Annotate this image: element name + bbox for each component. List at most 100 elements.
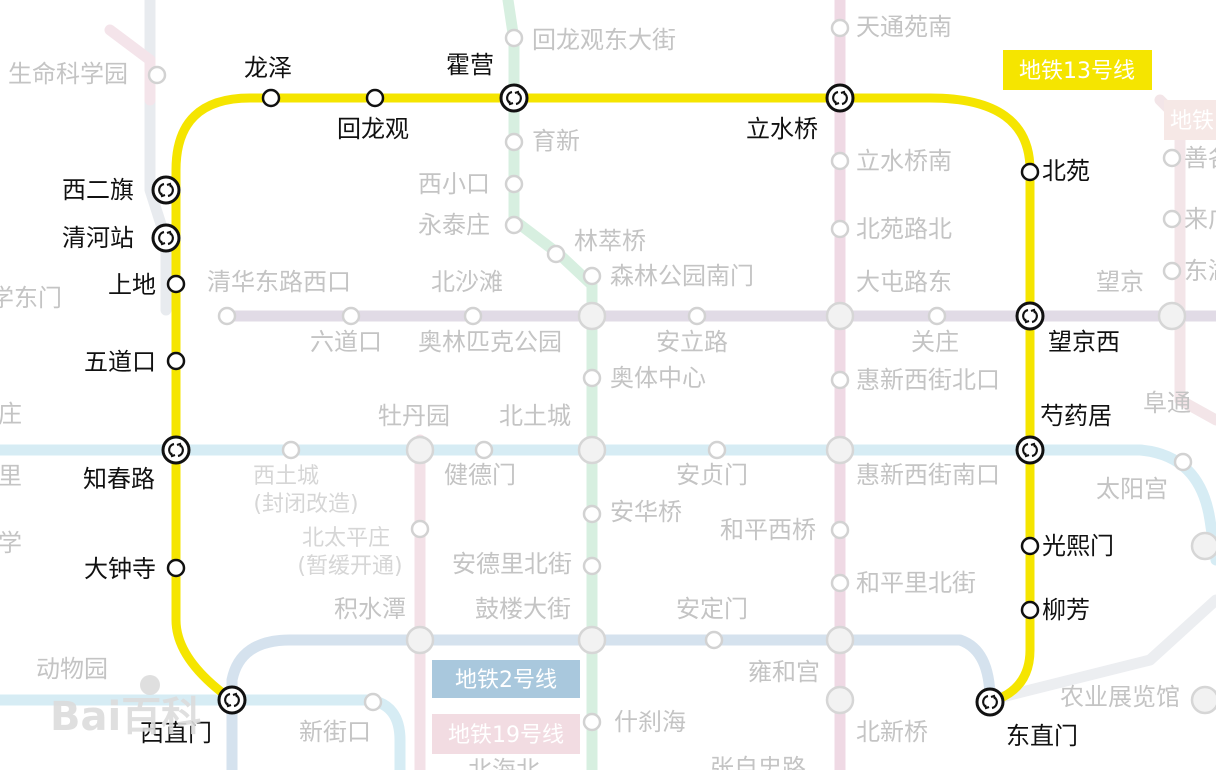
station-dot — [341, 306, 361, 326]
transfer-icon-dongzhimen[interactable] — [975, 687, 1005, 717]
station-dot — [504, 174, 524, 194]
line-8-path — [502, 0, 598, 770]
label-andingmen: 安定门 — [676, 595, 748, 623]
station-dot — [707, 440, 727, 460]
transfer-arrows-icon — [982, 694, 998, 710]
label-beixinqiao: 北新桥 — [856, 718, 928, 746]
label-shangdi: 上地 — [108, 271, 156, 299]
label-xinjiekou: 新街口 — [299, 718, 371, 746]
label-beihai: 北海北 — [468, 756, 540, 770]
label-dazhongsi: 大钟寺 — [84, 555, 156, 583]
transfer-icon-lishuiqiao[interactable] — [825, 83, 855, 113]
label-beitaipingzhuang: 北太平庄 — [302, 526, 390, 551]
line-top-pink-path — [104, 24, 156, 106]
label-jishuitan: 积水潭 — [334, 595, 406, 623]
label-wangjing: 望京 — [1096, 268, 1144, 296]
transfer-icon — [1190, 531, 1216, 561]
station-dot — [1162, 209, 1182, 229]
transfer-icon-shaoyaoju[interactable] — [1015, 435, 1045, 465]
station-dot — [687, 306, 707, 326]
label-xitucheng: 西土城 — [253, 464, 319, 489]
station-dot — [830, 151, 850, 171]
station-dot — [410, 519, 430, 539]
label-futong: 阜通 — [1143, 389, 1191, 417]
label-li: 里 — [0, 462, 22, 490]
transfer-icon-huoying[interactable] — [499, 83, 529, 113]
line13-interchanges — [151, 83, 1045, 717]
label-anzhenmen: 安贞门 — [676, 461, 748, 489]
label-xizhimen: 西直门 — [140, 719, 212, 747]
label-hepingxiqiao: 和平西桥 — [720, 516, 816, 544]
cut-badge-bg — [1164, 100, 1216, 140]
label-guangximen: 光熙门 — [1042, 532, 1114, 560]
station-dot — [504, 28, 524, 48]
transfer-icon — [577, 625, 607, 655]
transfer-icon — [405, 625, 435, 655]
transfer-icon-xizhimen[interactable] — [217, 685, 247, 715]
faded-interchanges — [405, 301, 1216, 715]
other-labels: 生命科学园 回龙观东大街 天通苑南 育新 西小口 永泰庄 林萃桥 森林公园南门 … — [0, 13, 1216, 770]
label-beishatan: 北沙滩 — [431, 268, 503, 296]
station-dot — [582, 556, 602, 576]
label-shange: 善各 — [1184, 144, 1216, 172]
transfer-icon — [577, 301, 607, 331]
transfer-icon-qinghezhan[interactable] — [151, 223, 181, 253]
label-beiyuan: 北苑 — [1042, 157, 1090, 185]
transfer-icon-zhichunlu[interactable] — [161, 435, 191, 465]
label-guanzhuang: 关庄 — [911, 328, 959, 356]
station-dot-dazhongsi[interactable] — [166, 558, 186, 578]
transfer-icon-xierqi[interactable] — [151, 175, 181, 205]
station-dot-liufang[interactable] — [1020, 600, 1040, 620]
watermark-text: Bai百科 — [50, 694, 201, 740]
label-huilongguan: 回龙观 — [337, 115, 409, 143]
station-dot — [474, 440, 494, 460]
transfer-arrows-icon — [168, 442, 184, 458]
paw-logo-icon — [140, 675, 160, 695]
station-dot — [830, 573, 850, 593]
label-aolin: 奥林匹克公园 — [418, 328, 562, 356]
transfer-icon — [825, 435, 855, 465]
station-dot — [582, 266, 602, 286]
label-longze: 龙泽 — [244, 54, 292, 82]
transfer-arrows-icon — [1022, 308, 1038, 324]
label-zhuang: 庄 — [0, 400, 22, 428]
transfer-arrows-icon — [158, 230, 174, 246]
label-huixinnan: 惠新西街南口 — [856, 461, 1000, 489]
transfer-icon — [405, 435, 435, 465]
station-dot — [147, 65, 167, 85]
cut-badge-right: 地铁 — [1164, 100, 1216, 140]
line13-station-dots — [166, 88, 1040, 620]
station-dot — [546, 244, 566, 264]
station-dot — [504, 132, 524, 152]
transfer-icon-wangjingxi[interactable] — [1015, 301, 1045, 331]
line13-badge-bg — [1003, 50, 1152, 90]
station-dot-beiyuan[interactable] — [1020, 162, 1040, 182]
label-aoti: 奥体中心 — [610, 364, 706, 392]
label-xierqi: 西二旗 — [62, 176, 134, 204]
station-dot-guangximen[interactable] — [1020, 536, 1040, 556]
label-wangjingxi: 望京西 — [1048, 328, 1120, 356]
line13-badge[interactable]: 地铁13号线 — [1003, 50, 1152, 90]
line19-badge[interactable]: 地铁19号线 — [432, 714, 580, 754]
label-zhichunlu: 知春路 — [83, 465, 155, 493]
station-dot-longze[interactable] — [261, 88, 281, 108]
transfer-icon — [825, 301, 855, 331]
station-dot-shangdi[interactable] — [166, 274, 186, 294]
watermark: Bai百科 — [50, 675, 201, 740]
station-dot-huilongguan[interactable] — [365, 88, 385, 108]
label-xitucheng-note: (封闭改造) — [253, 492, 358, 517]
label-anhuaqiao: 安华桥 — [610, 498, 682, 526]
faded-station-dots — [147, 18, 1193, 732]
label-zhangzizhong: 张自忠路 — [710, 754, 806, 770]
station-dot — [830, 520, 850, 540]
station-dot-wudaokou[interactable] — [166, 351, 186, 371]
station-dot — [1162, 148, 1182, 168]
label-beitaipingzhuang-note: (暂缓开通) — [297, 554, 402, 579]
label-datunludong: 大屯路东 — [856, 268, 952, 296]
label-lishuiqiao: 立水桥 — [746, 115, 818, 143]
station-dot — [281, 440, 301, 460]
transfer-icon — [825, 685, 855, 715]
line2-badge[interactable]: 地铁2号线 — [432, 660, 580, 698]
transfer-arrows-icon — [224, 692, 240, 708]
